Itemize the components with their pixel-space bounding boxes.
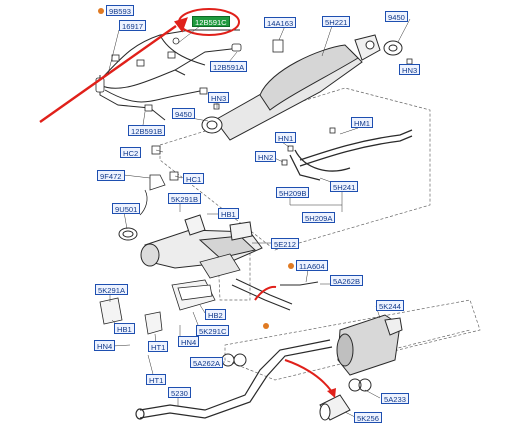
- red-arrow-rear: [284, 359, 336, 398]
- callout-HB2: HB2: [205, 309, 226, 320]
- heat-shield-5e212: [199, 253, 241, 279]
- callout-5K291B: 5K291B: [168, 193, 202, 204]
- callout-HN4-left: HN4: [94, 340, 116, 351]
- callout-HC2: HC2: [120, 147, 142, 158]
- orange-markers: [263, 323, 269, 329]
- callout-5K256: 5K256: [354, 412, 382, 423]
- callout-14A163: 14A163: [264, 17, 297, 28]
- callout-HN2: HN2: [255, 151, 277, 162]
- gasket-top-right: [383, 40, 403, 56]
- callout-12B591C: 12B591C: [192, 16, 230, 27]
- dpf-canister: [201, 34, 381, 141]
- rubber-hangers: [221, 353, 372, 392]
- callout-HN4-mid: HN4: [178, 336, 200, 347]
- callout-11A604: 11A604: [288, 260, 328, 271]
- callout-HN3-mid: HN3: [208, 92, 230, 103]
- callout-5A233: 5A233: [381, 393, 409, 404]
- brackets: [99, 279, 216, 335]
- clip-14a163: [272, 39, 284, 53]
- callout-HM1: HM1: [351, 117, 374, 128]
- callout-5230: 5230: [168, 387, 191, 398]
- sensor-wiring-harness: [99, 29, 241, 121]
- callout-9F472: 9F472: [97, 170, 125, 181]
- tail-pipe: [135, 339, 333, 420]
- callout-5H241: 5H241: [330, 181, 359, 192]
- callout-9U501: 9U501: [112, 203, 141, 214]
- callout-HB1-bottom: HB1: [114, 323, 135, 334]
- callout-HN3-right: HN3: [399, 64, 421, 75]
- front-catalyst: [140, 214, 263, 269]
- flex-pipe: [231, 278, 319, 311]
- callout-5H209A: 5H209A: [302, 212, 336, 223]
- callout-HB1-top: HB1: [218, 208, 239, 219]
- callout-HN1: HN1: [275, 132, 297, 143]
- callout-5K291A: 5K291A: [95, 284, 129, 295]
- callout-9450-top: 9450: [385, 11, 408, 22]
- callout-9450-mid: 9450: [172, 108, 195, 119]
- red-arrow-flex: [254, 285, 277, 301]
- callout-5K291C: 5K291C: [196, 325, 230, 336]
- callout-16917: 16917: [119, 20, 147, 31]
- callout-12B591A: 12B591A: [210, 61, 248, 72]
- callout-5H209B: 5H209B: [276, 187, 310, 198]
- callout-12B591B: 12B591B: [128, 125, 166, 136]
- callout-5A262B: 5A262B: [330, 275, 364, 286]
- clamp-9u501: [118, 227, 138, 241]
- callout-5H221: 5H221: [322, 16, 351, 27]
- callout-9B593: 9B593: [98, 5, 134, 16]
- callout-5E212: 5E212: [271, 238, 299, 249]
- red-arrow-top: [39, 17, 188, 123]
- mid-pipes: [289, 129, 413, 181]
- callout-5A262A: 5A262A: [190, 357, 224, 368]
- callout-5K244: 5K244: [376, 300, 404, 311]
- callout-HC1: HC1: [183, 173, 205, 184]
- callout-HT1-upper: HT1: [148, 341, 169, 352]
- rear-muffler: [336, 314, 403, 376]
- tail-tip-5k256: [319, 394, 351, 421]
- callout-HT1-lower: HT1: [146, 374, 167, 385]
